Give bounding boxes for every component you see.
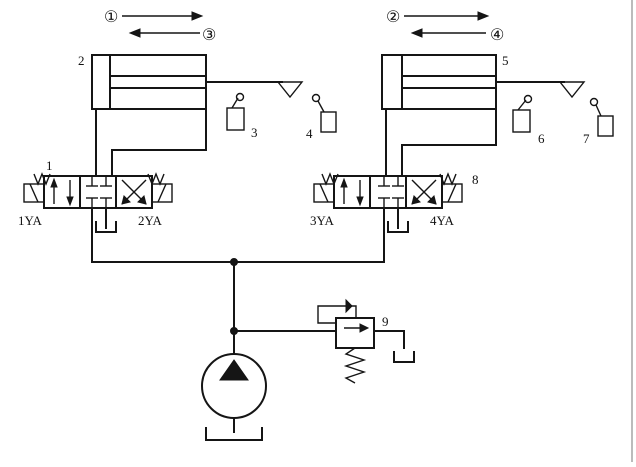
arrow-left-icon [410, 28, 423, 38]
solenoid-3ya-icon [313, 183, 335, 203]
component-label-9: 9 [382, 314, 389, 329]
component-label-8: 8 [472, 172, 479, 187]
limit-switch-6 [512, 94, 533, 133]
pilot-line [317, 305, 357, 324]
cam-stop-icon [276, 81, 304, 99]
hydraulic-cylinder-left [91, 54, 304, 110]
step-marker-2: ② [386, 9, 400, 26]
pump-triangle-icon [219, 359, 249, 381]
tank-icon [95, 221, 117, 233]
tank-icon [393, 351, 415, 363]
spring-icon [321, 172, 339, 186]
spring-icon [343, 347, 367, 384]
cam-stop-icon [558, 81, 586, 99]
direction-arrows-right: ② ④ [386, 9, 504, 44]
component-label-6: 6 [538, 131, 545, 146]
solenoid-label-2ya: 2YA [138, 213, 162, 228]
component-label-1: 1 [46, 158, 53, 173]
solenoid-label-1ya: 1YA [18, 213, 42, 228]
limit-switch-3 [226, 92, 245, 131]
step-marker-3: ③ [202, 27, 216, 44]
solenoid-label-4ya: 4YA [430, 213, 454, 228]
junction-dot [230, 258, 238, 266]
direction-arrows-left: ① ③ [104, 9, 216, 44]
junction-dot [230, 327, 238, 335]
step-marker-1: ① [104, 9, 118, 26]
limit-switch-7 [589, 97, 614, 137]
arrow-right-icon [477, 11, 490, 21]
tank-icon [387, 221, 409, 233]
component-label-5: 5 [502, 53, 509, 68]
spring-icon [147, 172, 165, 186]
spring-icon [439, 172, 457, 186]
arrow-right-icon [191, 11, 204, 21]
roller-icon [235, 92, 245, 102]
arrow-right-icon [359, 323, 370, 333]
component-label-7: 7 [583, 131, 590, 146]
limit-switch-4 [311, 93, 337, 133]
solenoid-2ya-icon [151, 183, 173, 203]
directional-valve-8 [313, 172, 463, 233]
roller-icon [589, 97, 599, 107]
solenoid-1ya-icon [23, 183, 45, 203]
solenoid-label-3ya: 3YA [310, 213, 334, 228]
tank-icon [205, 427, 263, 441]
pipe-lines [91, 108, 497, 356]
step-marker-4: ④ [490, 27, 504, 44]
arrow-left-icon [128, 28, 141, 38]
component-label-3: 3 [251, 125, 258, 140]
directional-valve-1 [23, 172, 173, 233]
roller-icon [311, 93, 321, 103]
roller-icon [523, 94, 533, 104]
component-label-4: 4 [306, 126, 313, 141]
spring-icon [33, 172, 51, 186]
hydraulic-pump [201, 353, 267, 441]
component-label-2: 2 [78, 53, 85, 68]
hydraulic-cylinder-right [381, 54, 586, 110]
relief-valve-9 [317, 298, 415, 384]
